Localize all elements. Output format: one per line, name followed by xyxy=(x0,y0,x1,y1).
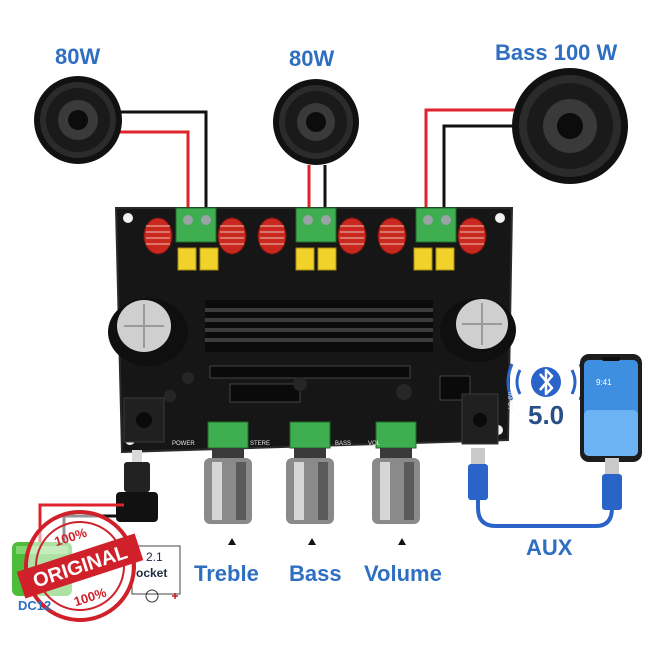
bluetooth-version-label: 5.0 xyxy=(528,400,565,430)
treble-label: Treble xyxy=(194,561,259,586)
bluetooth-icon xyxy=(506,363,586,401)
aux-label: AUX xyxy=(526,535,573,560)
knob-treble[interactable] xyxy=(204,421,252,524)
speaker-left xyxy=(34,76,122,164)
coil-windings xyxy=(146,225,484,245)
socket-label-text: ocket xyxy=(136,566,168,580)
speaker-middle xyxy=(273,79,359,165)
bass-label: Bass xyxy=(289,561,342,586)
speaker-terminals xyxy=(175,207,457,243)
pcb-vol-label: VOL xyxy=(368,441,381,447)
pcb-stereo-label: STERE xyxy=(250,441,271,447)
pcb-input-label: INPUT xyxy=(506,392,512,410)
speaker-wires xyxy=(120,108,518,212)
capacitor-right xyxy=(440,298,516,362)
aux-cable xyxy=(468,448,622,528)
speaker-left-label: 80W xyxy=(55,44,101,69)
board-jack-left xyxy=(123,397,165,443)
smartphone xyxy=(580,354,642,462)
speaker-middle-label: 80W xyxy=(289,46,335,71)
board-jack-right xyxy=(461,393,499,445)
dc-voltage-label: DC12 xyxy=(18,598,52,613)
speaker-subwoofer xyxy=(512,68,628,184)
pcb-bass-label: BASS xyxy=(335,441,352,447)
socket-version-text: 2.1 xyxy=(146,550,163,564)
inductor-coils xyxy=(143,217,487,255)
speaker-subwoofer-label: Bass 100 W xyxy=(495,40,618,65)
original-stamp: 100% ORIGINAL 100% xyxy=(16,510,144,622)
knob-bass[interactable] xyxy=(286,421,334,524)
pcb-power-label: POWER xyxy=(172,441,195,447)
capacitor-left xyxy=(108,298,188,366)
knob-volume[interactable] xyxy=(372,421,420,524)
volume-label: Volume xyxy=(364,561,442,586)
knob-pointers xyxy=(228,538,406,545)
phone-clock: 9:41 xyxy=(596,378,612,387)
dc-plug xyxy=(116,450,158,522)
film-capacitors xyxy=(177,247,455,271)
